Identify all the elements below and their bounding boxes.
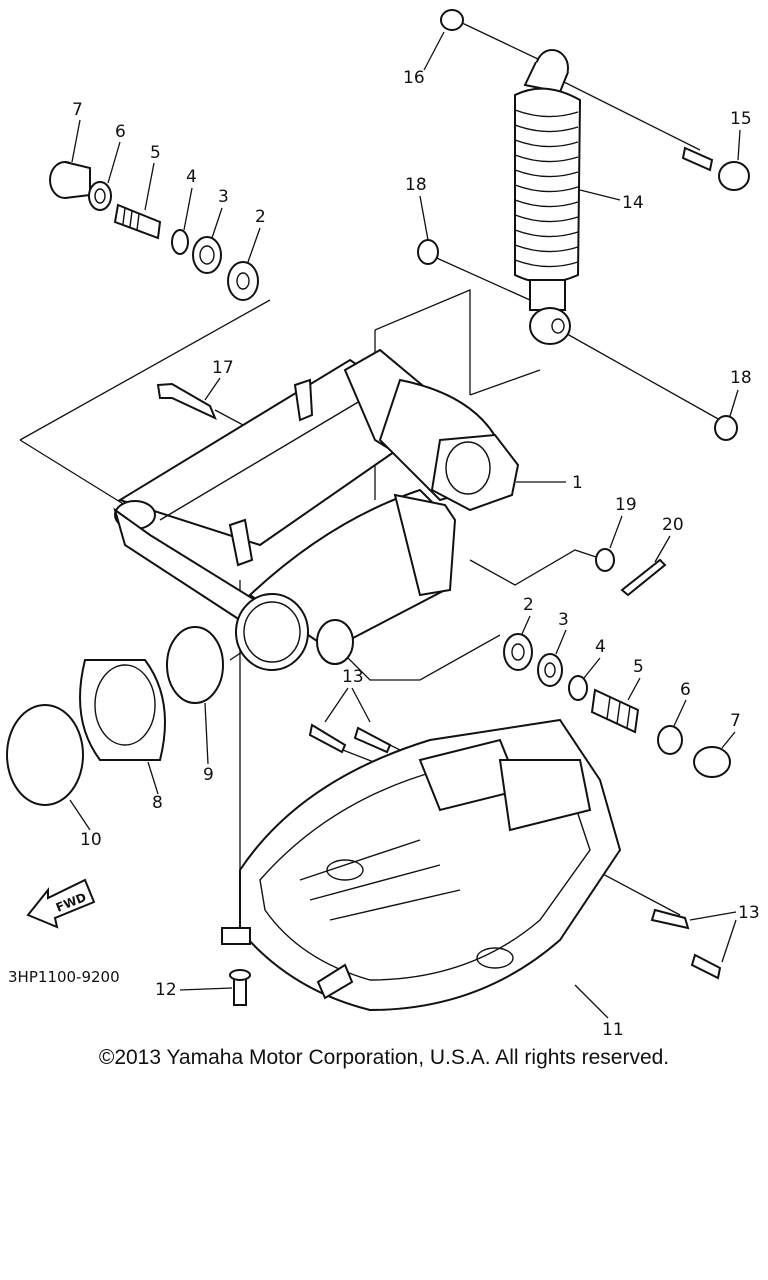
bolt-13-a (308, 723, 347, 754)
callout-2b: 2 (523, 595, 534, 615)
callout-20: 20 (662, 515, 684, 535)
washer-4b (568, 675, 588, 701)
callout-9: 9 (203, 765, 214, 785)
callout-7: 7 (72, 100, 83, 120)
callout-11: 11 (602, 1020, 624, 1040)
callout-8: 8 (152, 793, 163, 813)
rear-arm-1 (113, 348, 520, 671)
callout-16: 16 (403, 68, 425, 88)
rear-shock-absorber-14 (514, 49, 582, 345)
callout-6: 6 (115, 122, 126, 142)
bearing-3 (192, 236, 222, 274)
bolt-15 (681, 146, 750, 191)
nut-16 (440, 9, 464, 31)
callout-labels: 16 15 14 7 6 5 4 3 2 18 17 18 1 19 20 2 … (69, 31, 760, 1040)
callout-2: 2 (255, 207, 266, 227)
collar-5 (113, 203, 162, 240)
boot-8 (79, 659, 166, 761)
collar-5b (590, 688, 640, 734)
callout-18-top: 18 (405, 175, 427, 195)
bolt-13-c (650, 908, 690, 930)
bolt-17 (156, 382, 217, 420)
seal-6 (88, 181, 112, 211)
callout-14: 14 (622, 193, 644, 213)
bolt-13-d (690, 953, 722, 980)
bearing-2b (503, 633, 533, 671)
callout-3b: 3 (558, 610, 569, 630)
washer-19 (595, 548, 615, 572)
bolt-13-b (353, 726, 392, 754)
callout-1: 1 (572, 473, 583, 493)
bearing-2 (227, 261, 259, 301)
callout-13-right: 13 (738, 903, 760, 923)
washer-4 (171, 229, 189, 255)
diagram-code: 3HP1100-9200 (8, 968, 120, 986)
parts-exploded-diagram: FWD 16 15 14 7 6 5 4 3 2 18 17 18 1 19 2… (6, 9, 760, 1040)
callout-13-top: 13 (342, 667, 364, 687)
callout-15: 15 (730, 109, 752, 129)
callout-4: 4 (186, 167, 197, 187)
callout-10: 10 (80, 830, 102, 850)
callout-17: 17 (212, 358, 234, 378)
callout-6b: 6 (680, 680, 691, 700)
bushing-cap-7 (49, 161, 91, 199)
nut-18-right (714, 415, 738, 441)
rear-arm-guard-11 (221, 718, 622, 1012)
callout-18-right: 18 (730, 368, 752, 388)
callout-4b: 4 (595, 637, 606, 657)
callout-7b: 7 (730, 711, 741, 731)
clamp-9 (166, 626, 224, 704)
cotter-pin-20 (620, 558, 667, 597)
bearing-3b (537, 653, 563, 687)
bolt-12 (229, 969, 251, 1006)
callout-3: 3 (218, 187, 229, 207)
callout-5b: 5 (633, 657, 644, 677)
seal-6b (657, 725, 683, 755)
forward-arrow-icon: FWD (26, 878, 96, 929)
bushing-cap-7b (693, 746, 731, 778)
callout-5: 5 (150, 143, 161, 163)
copyright-notice: ©2013 Yamaha Motor Corporation, U.S.A. A… (98, 1046, 670, 1069)
clamp-10 (6, 704, 84, 806)
nut-18-top (417, 239, 439, 265)
callout-12: 12 (155, 980, 177, 1000)
callout-19: 19 (615, 495, 637, 515)
